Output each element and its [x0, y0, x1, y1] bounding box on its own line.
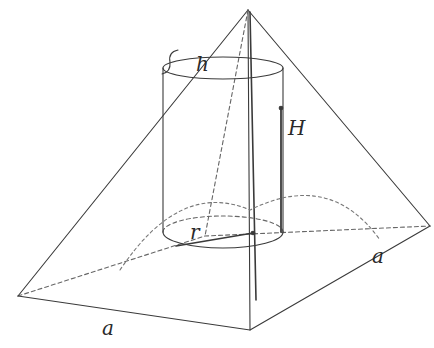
point [251, 231, 255, 235]
cylinder-side [282, 68, 283, 232]
lateral-edge [248, 10, 430, 226]
dimension-label: h [196, 54, 209, 74]
point [279, 106, 283, 110]
cylinder-height [280, 108, 282, 232]
h-bracket [162, 50, 178, 74]
dimension-label: H [288, 118, 305, 138]
cylinder-bottom-front [163, 232, 283, 248]
pyramid-height [250, 12, 256, 300]
cylinder-side [162, 68, 163, 232]
cylinder-bottom-back [163, 216, 283, 232]
lateral-edge [18, 10, 248, 296]
cylinder-top [163, 57, 283, 79]
radius-line [176, 233, 253, 246]
lateral-edge-hidden [205, 10, 248, 236]
dimension-label: a [102, 318, 114, 338]
dimension-label: r [190, 222, 200, 242]
base-front-edges [18, 226, 430, 330]
section-curve [120, 195, 380, 270]
dimension-label: a [372, 246, 384, 266]
base-back-edges [18, 226, 430, 296]
